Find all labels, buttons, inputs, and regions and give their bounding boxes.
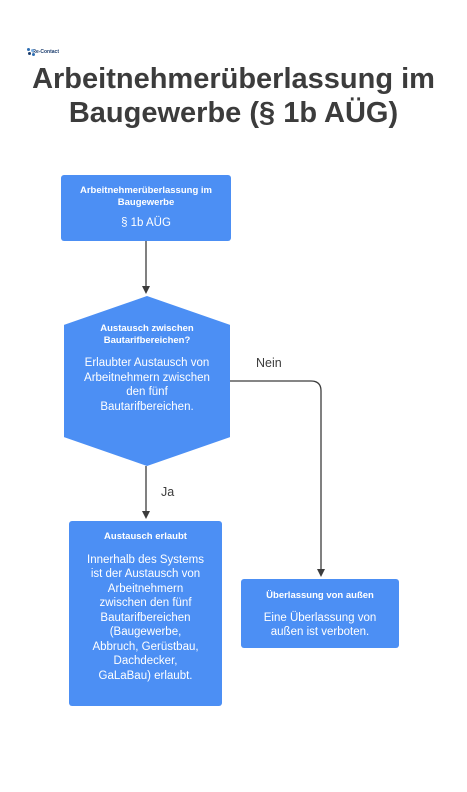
decision-node-title: Austausch zwischen Bautarifbereichen? xyxy=(100,323,194,346)
start-node-body: § 1b AÜG xyxy=(121,217,171,229)
decision-node-body: Erlaubter Austausch von Arbeitnehmern zw… xyxy=(84,357,210,413)
allowed-node-title: Austausch erlaubt xyxy=(104,531,187,542)
start-node: Arbeitnehmerüberlassung im Baugewerbe § … xyxy=(61,175,231,241)
allowed-node-body: Innerhalb des Systems ist der Austausch … xyxy=(87,553,204,682)
allowed-node: Austausch erlaubt Innerhalb des Systems … xyxy=(69,521,222,706)
edge-label-no: Nein xyxy=(256,356,282,370)
outside-node-body: Eine Überlassung von außen ist verboten. xyxy=(263,611,377,639)
start-node-title: Arbeitnehmerüberlassung im Baugewerbe xyxy=(80,185,212,208)
edge-decision-to-outside xyxy=(230,380,325,577)
page-title-line-1: Arbeitnehmerüberlassung im xyxy=(32,63,435,95)
logo-icon xyxy=(27,48,35,56)
outside-node-title: Überlassung von außen xyxy=(266,590,374,601)
edge-label-yes: Ja xyxy=(161,485,175,499)
decision-node-content: Austausch zwischen Bautarifbereichen? Er… xyxy=(84,323,210,414)
outside-node: Überlassung von außen Eine Überlassung v… xyxy=(241,579,399,648)
page-title-line-2: Baugewerbe (§ 1b AÜG) xyxy=(68,97,399,129)
logo-text: Re-Contact xyxy=(32,48,59,55)
page-title: Arbeitnehmerüberlassung im Baugewerbe (§… xyxy=(0,62,467,130)
brand-logo: Re-Contact xyxy=(27,47,59,57)
decision-node xyxy=(64,296,230,466)
